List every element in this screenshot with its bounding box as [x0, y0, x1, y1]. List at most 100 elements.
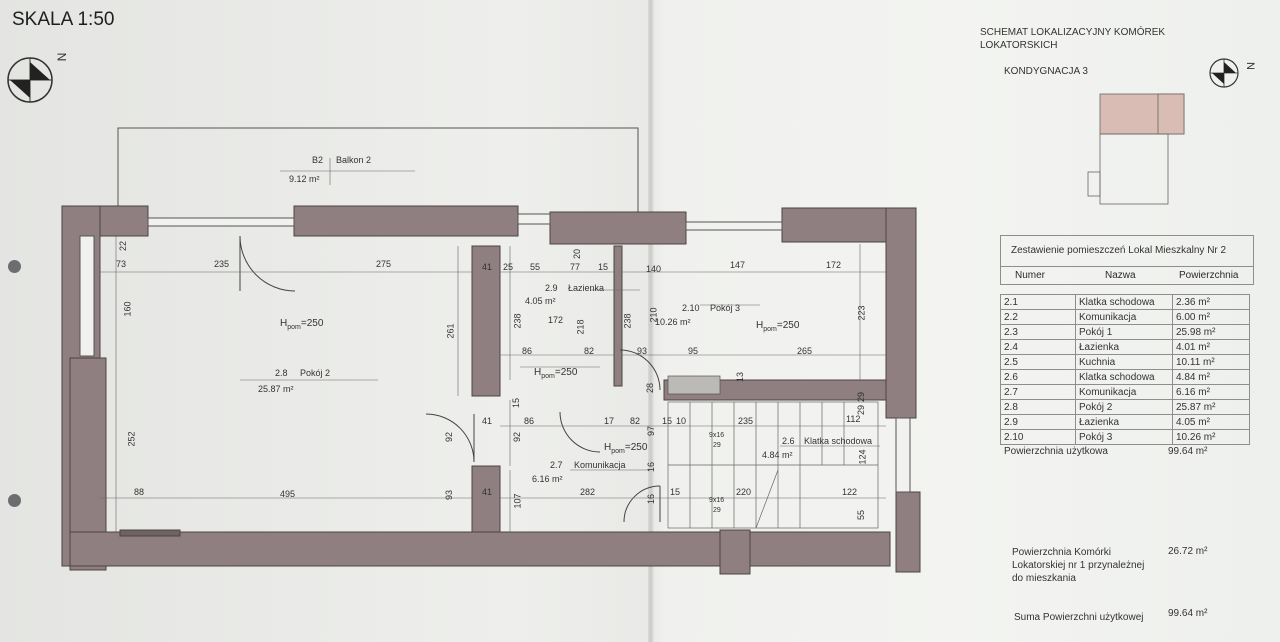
- room-code: B2: [312, 155, 324, 165]
- room-code: 2.10: [682, 303, 700, 313]
- dimension: 77: [570, 262, 581, 272]
- dimension: 20: [572, 248, 583, 260]
- dimension: 88: [134, 487, 145, 497]
- dimension: 223: [856, 305, 867, 321]
- room-name: Komunikacja: [574, 460, 626, 470]
- room-code: 2.8: [275, 368, 288, 378]
- dimension: 235: [214, 259, 230, 269]
- dimension: 112: [846, 414, 861, 424]
- room-name: Pokój 2: [300, 368, 331, 378]
- stair-spec: 9x16: [709, 432, 725, 439]
- column-header: Numer: [1015, 270, 1046, 281]
- dimension: 41: [482, 487, 493, 497]
- dimension: 15: [662, 416, 673, 426]
- dimension: 261: [445, 323, 456, 339]
- room-code: 2.9: [545, 283, 558, 293]
- dimension: 86: [522, 346, 533, 356]
- dimension: 15: [598, 262, 609, 272]
- north-label: N: [1243, 62, 1256, 70]
- scale-label: SKALA 1:50: [12, 9, 115, 30]
- room-area: 10.26 m²: [655, 317, 691, 327]
- room-table-header: Zestawienie pomieszczeń Lokal Mieszkalny…: [1000, 235, 1254, 285]
- dimension: 25: [503, 262, 514, 272]
- dimension: 15: [511, 397, 522, 409]
- dimension: 238: [622, 313, 633, 329]
- room-table-title: Zestawienie pomieszczeń Lokal Mieszkalny…: [1011, 245, 1227, 256]
- punch-hole: [8, 260, 21, 273]
- column-header: Powierzchnia: [1179, 270, 1239, 281]
- sum-value: 99.64 m²: [1168, 608, 1208, 619]
- dimension: 22: [118, 240, 129, 252]
- dimension: 107: [512, 493, 523, 509]
- room-height: Hpom=250: [280, 318, 324, 331]
- dimension: 16: [646, 461, 657, 473]
- dimension: 15: [670, 487, 681, 497]
- dimension: 218: [575, 319, 586, 335]
- dimension: 122: [842, 487, 858, 497]
- dimension: 13: [735, 371, 746, 383]
- north-label: N: [54, 52, 69, 62]
- dimension: 17: [604, 416, 615, 426]
- sum-label: Suma Powierzchni użytkowej: [1014, 612, 1144, 623]
- room-name: Balkon 2: [336, 155, 372, 165]
- dimension: 238: [512, 313, 523, 329]
- dimension: 252: [126, 431, 137, 447]
- dimension: 41: [482, 262, 493, 272]
- north-arrow-icon: [1209, 58, 1239, 88]
- dimension: 93: [637, 346, 648, 356]
- floor-label: KONDYGNACJA 3: [1004, 66, 1088, 77]
- dimension: 265: [797, 346, 813, 356]
- dimension: 147: [730, 260, 746, 270]
- storage-label: Lokatorskiej nr 1 przynależnej: [1012, 560, 1145, 571]
- room-name: Pokój 3: [710, 303, 741, 313]
- dimension: 28: [645, 382, 656, 394]
- room-area: 6.16 m²: [532, 474, 563, 484]
- dimension: 92: [512, 431, 523, 443]
- dimension: 93: [444, 489, 455, 501]
- dimension: 55: [530, 262, 541, 272]
- room-area: 4.84 m²: [762, 450, 793, 460]
- total-label: Powierzchnia użytkowa: [1004, 446, 1108, 457]
- dimension: 235: [738, 416, 754, 426]
- room-height: Hpom=250: [756, 320, 800, 333]
- dimension: 160: [122, 301, 133, 317]
- dimension: 29: [856, 391, 867, 403]
- dimension: 210: [648, 307, 659, 323]
- stair-spec: 9x16: [709, 497, 725, 504]
- punch-hole: [8, 494, 21, 507]
- location-schema: [1087, 93, 1185, 205]
- schema-title: SCHEMAT LOKALIZACYJNY KOMÓREK LOKATORSKI…: [980, 27, 1166, 51]
- dimension: 92: [444, 431, 455, 443]
- dimension: 282: [580, 487, 596, 497]
- walls: [61, 205, 921, 575]
- dimension: 29: [856, 404, 867, 416]
- storage-label: do mieszkania: [1012, 573, 1076, 584]
- dimension: 275: [376, 259, 392, 269]
- column-header: Nazwa: [1105, 270, 1136, 281]
- dimension: 82: [630, 416, 641, 426]
- storage-label: Powierzchnia Komórki: [1012, 547, 1111, 558]
- dimension: 73: [116, 259, 127, 269]
- dimension: 10: [676, 416, 687, 426]
- room-area: 4.05 m²: [525, 296, 556, 306]
- paper-fold: [648, 0, 654, 642]
- dimension: 140: [646, 264, 662, 274]
- room-name: Klatka schodowa: [804, 436, 873, 446]
- dimension: 495: [280, 489, 296, 499]
- room-area: 25.87 m²: [258, 384, 294, 394]
- dimension: 124: [857, 449, 868, 465]
- total-value: 99.64 m²: [1168, 446, 1208, 457]
- room-name: Łazienka: [568, 283, 605, 293]
